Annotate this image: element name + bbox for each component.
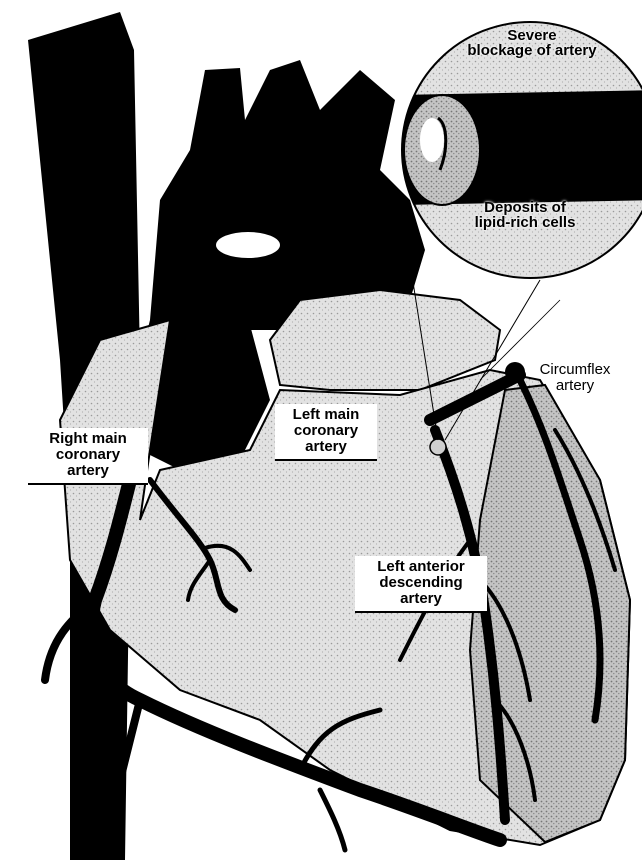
- label-lipid-deposits-line1: Deposits of: [455, 200, 595, 215]
- label-left-main-line1: Left main: [281, 407, 371, 423]
- blockage-spot: [430, 439, 446, 455]
- label-circumflex-artery: Circumflex artery: [520, 362, 630, 394]
- label-circumflex-line1: Circumflex: [520, 362, 630, 378]
- label-circumflex-line2: artery: [520, 378, 630, 394]
- label-right-main-line1: Right main: [34, 431, 142, 447]
- label-lad-line3: artery: [361, 591, 481, 607]
- label-right-main-line3: artery: [34, 463, 142, 479]
- label-severe-blockage: Severe blockage of artery: [452, 28, 612, 58]
- label-lipid-deposits-line2: lipid-rich cells: [455, 215, 595, 230]
- label-severe-blockage-line2: blockage of artery: [452, 43, 612, 58]
- label-right-main-line2: coronary: [34, 447, 142, 463]
- label-severe-blockage-line1: Severe: [452, 28, 612, 43]
- label-left-main-line2: coronary: [281, 423, 371, 439]
- label-left-anterior-descending: Left anterior descending artery: [355, 556, 487, 613]
- label-lipid-deposits: Deposits of lipid-rich cells: [455, 200, 595, 230]
- label-left-main-line3: artery: [281, 439, 371, 455]
- inset-magnified-artery: [400, 22, 642, 278]
- label-lad-line1: Left anterior: [361, 559, 481, 575]
- label-lad-line2: descending: [361, 575, 481, 591]
- label-right-main-coronary: Right main coronary artery: [28, 428, 148, 485]
- left-atrium: [270, 290, 500, 390]
- label-left-main-coronary: Left main coronary artery: [275, 404, 377, 461]
